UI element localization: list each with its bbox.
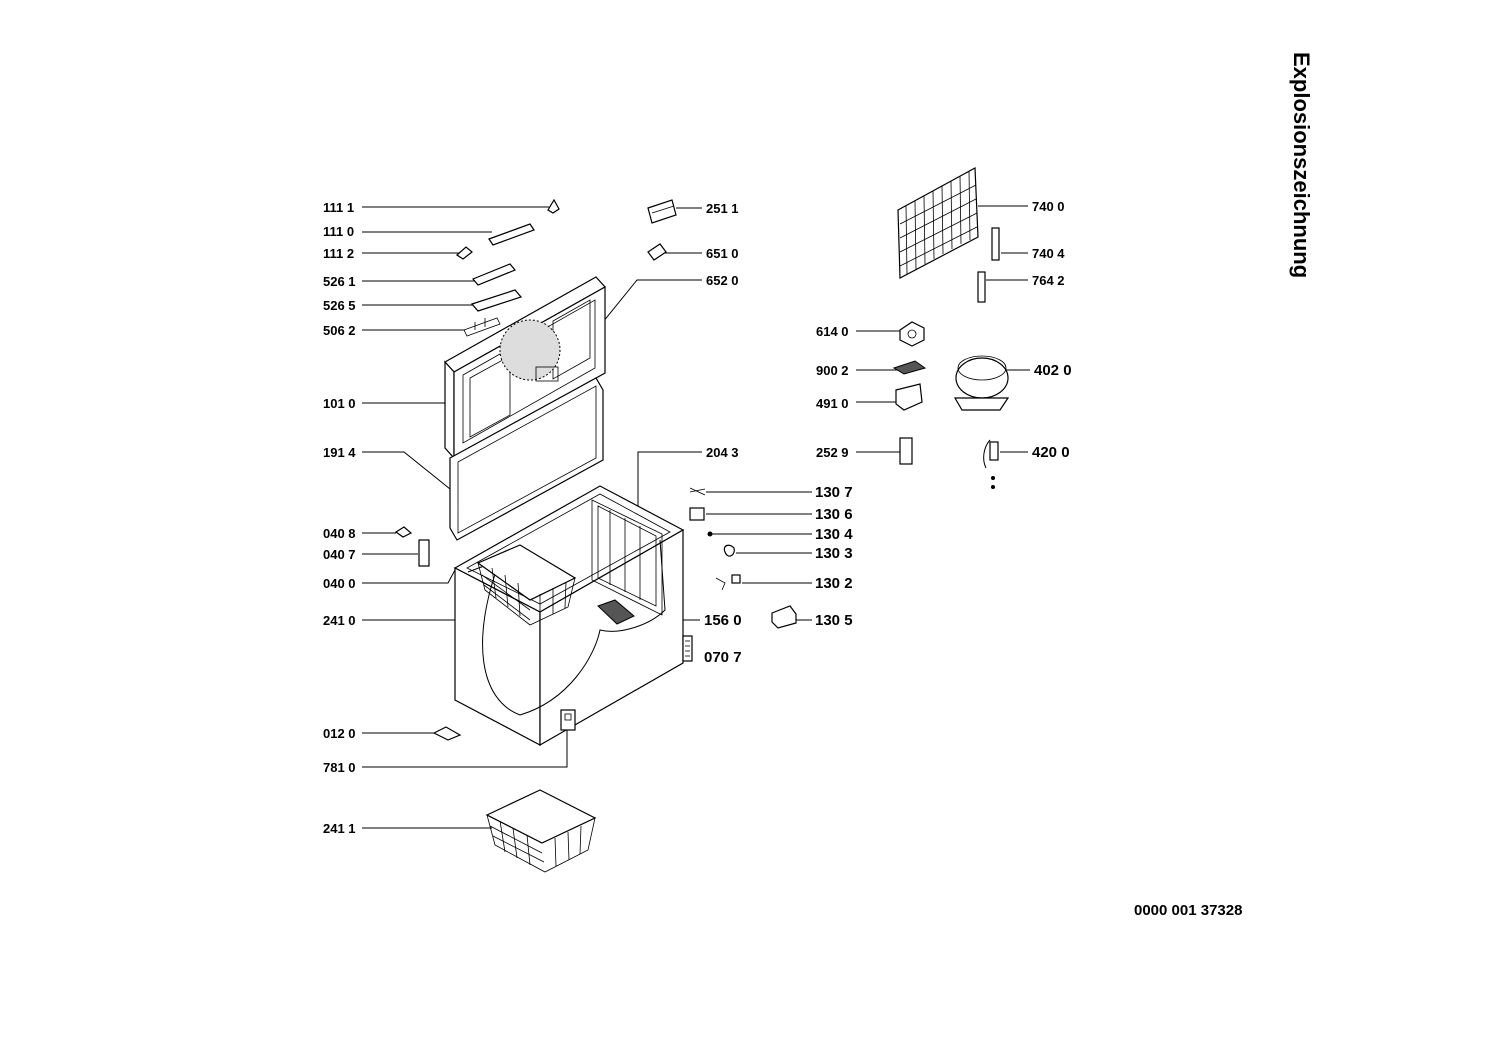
callout-526-1: 526 1 bbox=[323, 274, 356, 289]
loose-basket-part bbox=[485, 789, 597, 873]
lid-seal-part bbox=[449, 377, 604, 541]
callout-526-5: 526 5 bbox=[323, 298, 356, 313]
compressor-parts bbox=[892, 321, 1010, 489]
callout-614-0: 614 0 bbox=[816, 324, 849, 339]
callout-111-0: 111 0 bbox=[323, 224, 354, 239]
hinge-parts bbox=[394, 198, 560, 741]
callout-241-0: 241 0 bbox=[323, 613, 356, 628]
callout-111-1: 111 1 bbox=[323, 200, 354, 215]
callout-130-4: 130 4 bbox=[815, 526, 853, 543]
callout-130-6: 130 6 bbox=[815, 506, 853, 523]
document-number: 0000 001 37328 bbox=[1134, 902, 1243, 919]
callout-740-0: 740 0 bbox=[1032, 199, 1065, 214]
condenser-part bbox=[897, 167, 1000, 303]
callout-651-0: 651 0 bbox=[706, 246, 739, 261]
cabinet-part bbox=[453, 485, 693, 747]
callout-070-7: 070 7 bbox=[704, 649, 742, 666]
callout-252-9: 252 9 bbox=[816, 445, 849, 460]
callout-130-5: 130 5 bbox=[815, 612, 853, 629]
inner-basket-part bbox=[476, 544, 577, 626]
callout-130-3: 130 3 bbox=[815, 545, 853, 562]
lid-part bbox=[444, 276, 606, 460]
callout-040-8: 040 8 bbox=[323, 526, 356, 541]
callout-191-4: 191 4 bbox=[323, 445, 356, 460]
callout-012-0: 012 0 bbox=[323, 726, 356, 741]
callout-156-0: 156 0 bbox=[704, 612, 742, 629]
callout-040-7: 040 7 bbox=[323, 547, 356, 562]
callout-491-0: 491 0 bbox=[816, 396, 849, 411]
callout-740-4: 740 4 bbox=[1032, 246, 1065, 261]
callout-900-2: 900 2 bbox=[816, 363, 849, 378]
callout-420-0: 420 0 bbox=[1032, 444, 1070, 461]
callout-241-1: 241 1 bbox=[323, 821, 356, 836]
callout-130-2: 130 2 bbox=[815, 575, 853, 592]
callout-111-2: 111 2 bbox=[323, 246, 354, 261]
callout-204-3: 204 3 bbox=[706, 445, 739, 460]
callout-652-0: 652 0 bbox=[706, 273, 739, 288]
callout-402-0: 402 0 bbox=[1034, 362, 1072, 379]
callout-labels: 111 1 111 0 111 2 526 1 526 5 506 2 101 … bbox=[323, 199, 1072, 836]
callout-130-7: 130 7 bbox=[815, 484, 853, 501]
callout-101-0: 101 0 bbox=[323, 396, 356, 411]
callout-764-2: 764 2 bbox=[1032, 273, 1065, 288]
control-parts bbox=[647, 199, 797, 629]
callout-781-0: 781 0 bbox=[323, 760, 356, 775]
callout-506-2: 506 2 bbox=[323, 323, 356, 338]
callout-040-0: 040 0 bbox=[323, 576, 356, 591]
callout-251-1: 251 1 bbox=[706, 201, 739, 216]
